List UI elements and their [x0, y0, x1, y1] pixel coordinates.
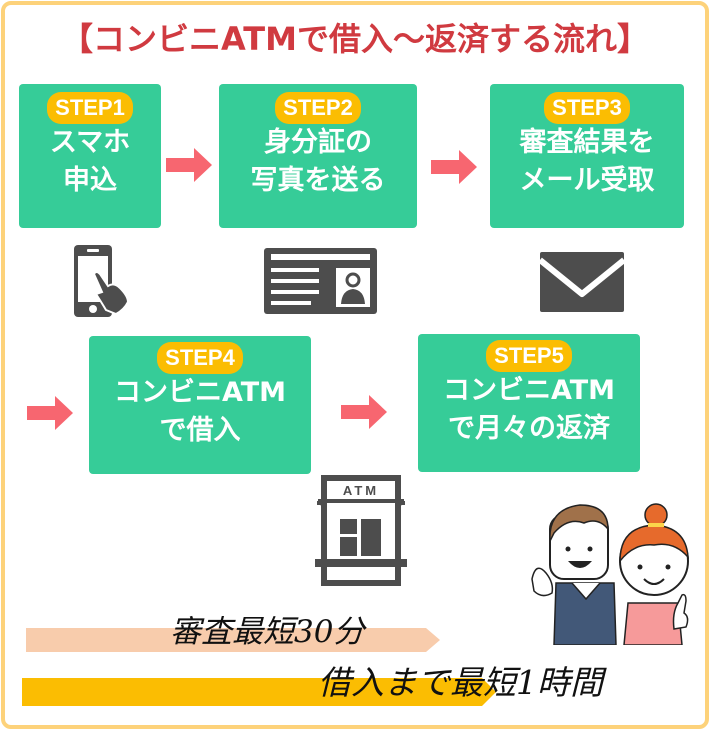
step-3-badge: STEP3: [544, 92, 630, 124]
step-4-badge: STEP4: [157, 342, 243, 374]
step-5-line-1: コンビニATM: [442, 375, 616, 406]
atm-label: ATM: [342, 483, 380, 498]
step-1-line-1: スマホ: [49, 127, 131, 158]
envelope-icon: [540, 252, 624, 312]
step-4-line-2: で借入: [159, 415, 241, 446]
step-5-badge: STEP5: [486, 340, 572, 372]
step-5-box: STEP5 コンビニATM で月々の返済: [418, 334, 640, 472]
step-1-line-2: 申込: [63, 165, 117, 196]
step-2-line-1: 身分証の: [264, 127, 372, 158]
timeline-label-2: 借入まで最短1時間: [318, 663, 603, 702]
page-title: 【コンビニATMで借入～返済する流れ】: [61, 20, 649, 58]
id-card-icon: [264, 248, 377, 314]
step-1-badge: STEP1: [47, 92, 133, 124]
arrow-right-icon: [166, 148, 212, 182]
step-1-box: STEP1 スマホ 申込: [19, 84, 161, 228]
step-2-box: STEP2 身分証の 写真を送る: [219, 84, 417, 228]
timeline-label-1: 審査最短30分: [170, 614, 365, 650]
arrow-right-icon: [27, 396, 73, 430]
step-3-box: STEP3 審査結果を メール受取: [490, 84, 684, 228]
timeline-bar-1: [26, 628, 440, 652]
timeline-bar-2: [22, 678, 496, 706]
smartphone-tap-icon: [74, 245, 130, 317]
arrow-right-icon: [431, 150, 477, 184]
step-3-line-1: 審査結果を: [519, 127, 655, 158]
atm-icon: ATM: [313, 475, 409, 587]
step-4-box: STEP4 コンビニATM で借入: [89, 336, 311, 474]
step-2-badge: STEP2: [275, 92, 361, 124]
step-5-line-2: で月々の返済: [448, 413, 610, 444]
step-4-line-1: コンビニATM: [113, 377, 287, 408]
step-2-line-2: 写真を送る: [250, 165, 386, 196]
arrow-right-icon: [341, 395, 387, 429]
step-3-line-2: メール受取: [519, 165, 655, 196]
couple-illustration: [531, 503, 689, 645]
